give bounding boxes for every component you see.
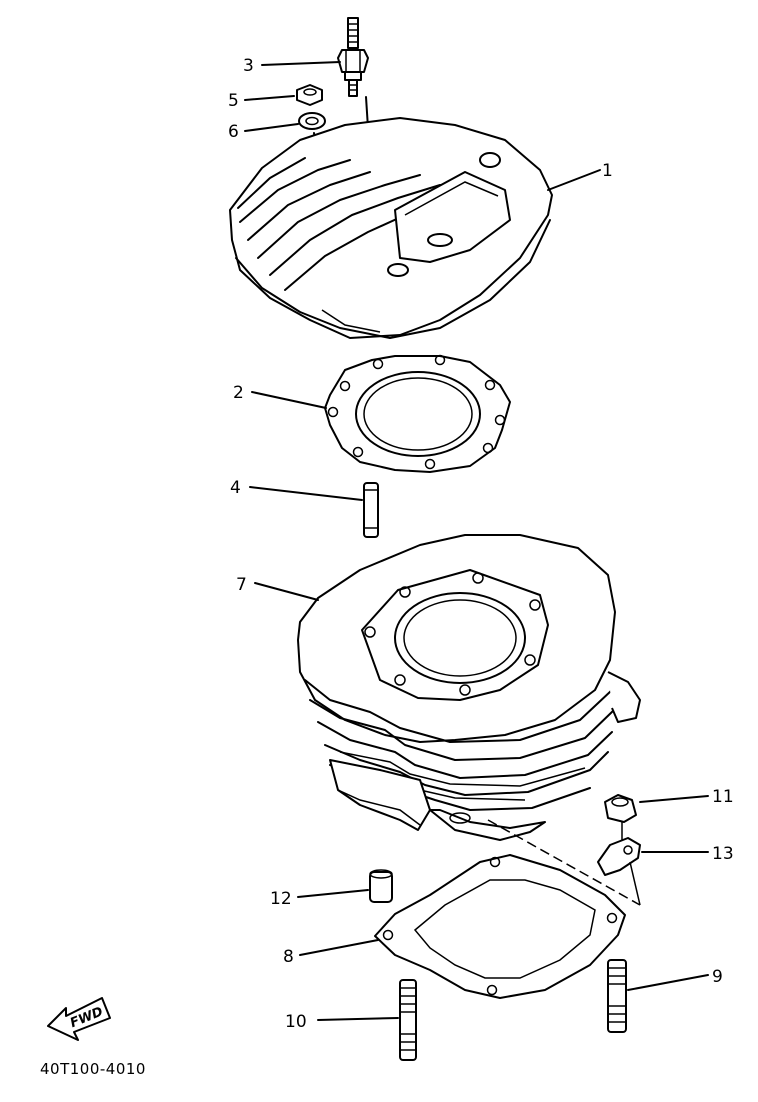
part-label-1: 1 bbox=[602, 161, 613, 181]
bracket-part-13 bbox=[597, 837, 641, 876]
base-gasket-part-8 bbox=[374, 854, 626, 999]
part-label-4: 4 bbox=[230, 478, 241, 498]
nut-part-5 bbox=[296, 84, 323, 106]
part-label-6: 6 bbox=[228, 122, 239, 142]
part-label-10: 10 bbox=[285, 1012, 307, 1032]
drawing-code: 40T100-4010 bbox=[40, 1060, 146, 1078]
leader-part-5 bbox=[244, 95, 295, 101]
leader-part-7 bbox=[254, 582, 319, 601]
part-label-3: 3 bbox=[243, 56, 254, 76]
leader-bracket-down bbox=[629, 861, 641, 906]
dowel-part-12 bbox=[369, 869, 393, 903]
part-label-13: 13 bbox=[712, 844, 734, 864]
leader-part-3 bbox=[261, 61, 341, 66]
part-label-5: 5 bbox=[228, 91, 239, 111]
head-gasket-part-2 bbox=[324, 354, 511, 473]
cylinder-part-7 bbox=[297, 534, 641, 906]
stud-part-10 bbox=[399, 979, 417, 1061]
leader-part-6 bbox=[244, 123, 299, 132]
leader-part-1 bbox=[547, 169, 601, 191]
fwd-arrow-icon: FWD bbox=[47, 997, 111, 1041]
part-label-2: 2 bbox=[233, 383, 244, 403]
leader-part-11 bbox=[639, 795, 709, 803]
part-label-11: 11 bbox=[712, 787, 734, 807]
dowel-part-4 bbox=[363, 482, 379, 538]
leader-part-9 bbox=[627, 974, 709, 991]
leader-part-10 bbox=[317, 1017, 399, 1021]
spark-plug-part-3 bbox=[337, 17, 369, 97]
leader-part-8 bbox=[299, 939, 379, 956]
leader-part-2 bbox=[251, 391, 327, 409]
nut-part-11 bbox=[604, 794, 637, 823]
stud-part-9 bbox=[607, 959, 627, 1033]
part-label-8: 8 bbox=[283, 947, 294, 967]
washer-part-6 bbox=[298, 112, 326, 130]
part-label-7: 7 bbox=[236, 575, 247, 595]
cylinder-head-part-1 bbox=[229, 117, 553, 339]
leader-part-4 bbox=[249, 486, 363, 501]
leader-part-12 bbox=[297, 889, 369, 898]
part-label-9: 9 bbox=[712, 967, 723, 987]
part-label-12: 12 bbox=[270, 889, 292, 909]
